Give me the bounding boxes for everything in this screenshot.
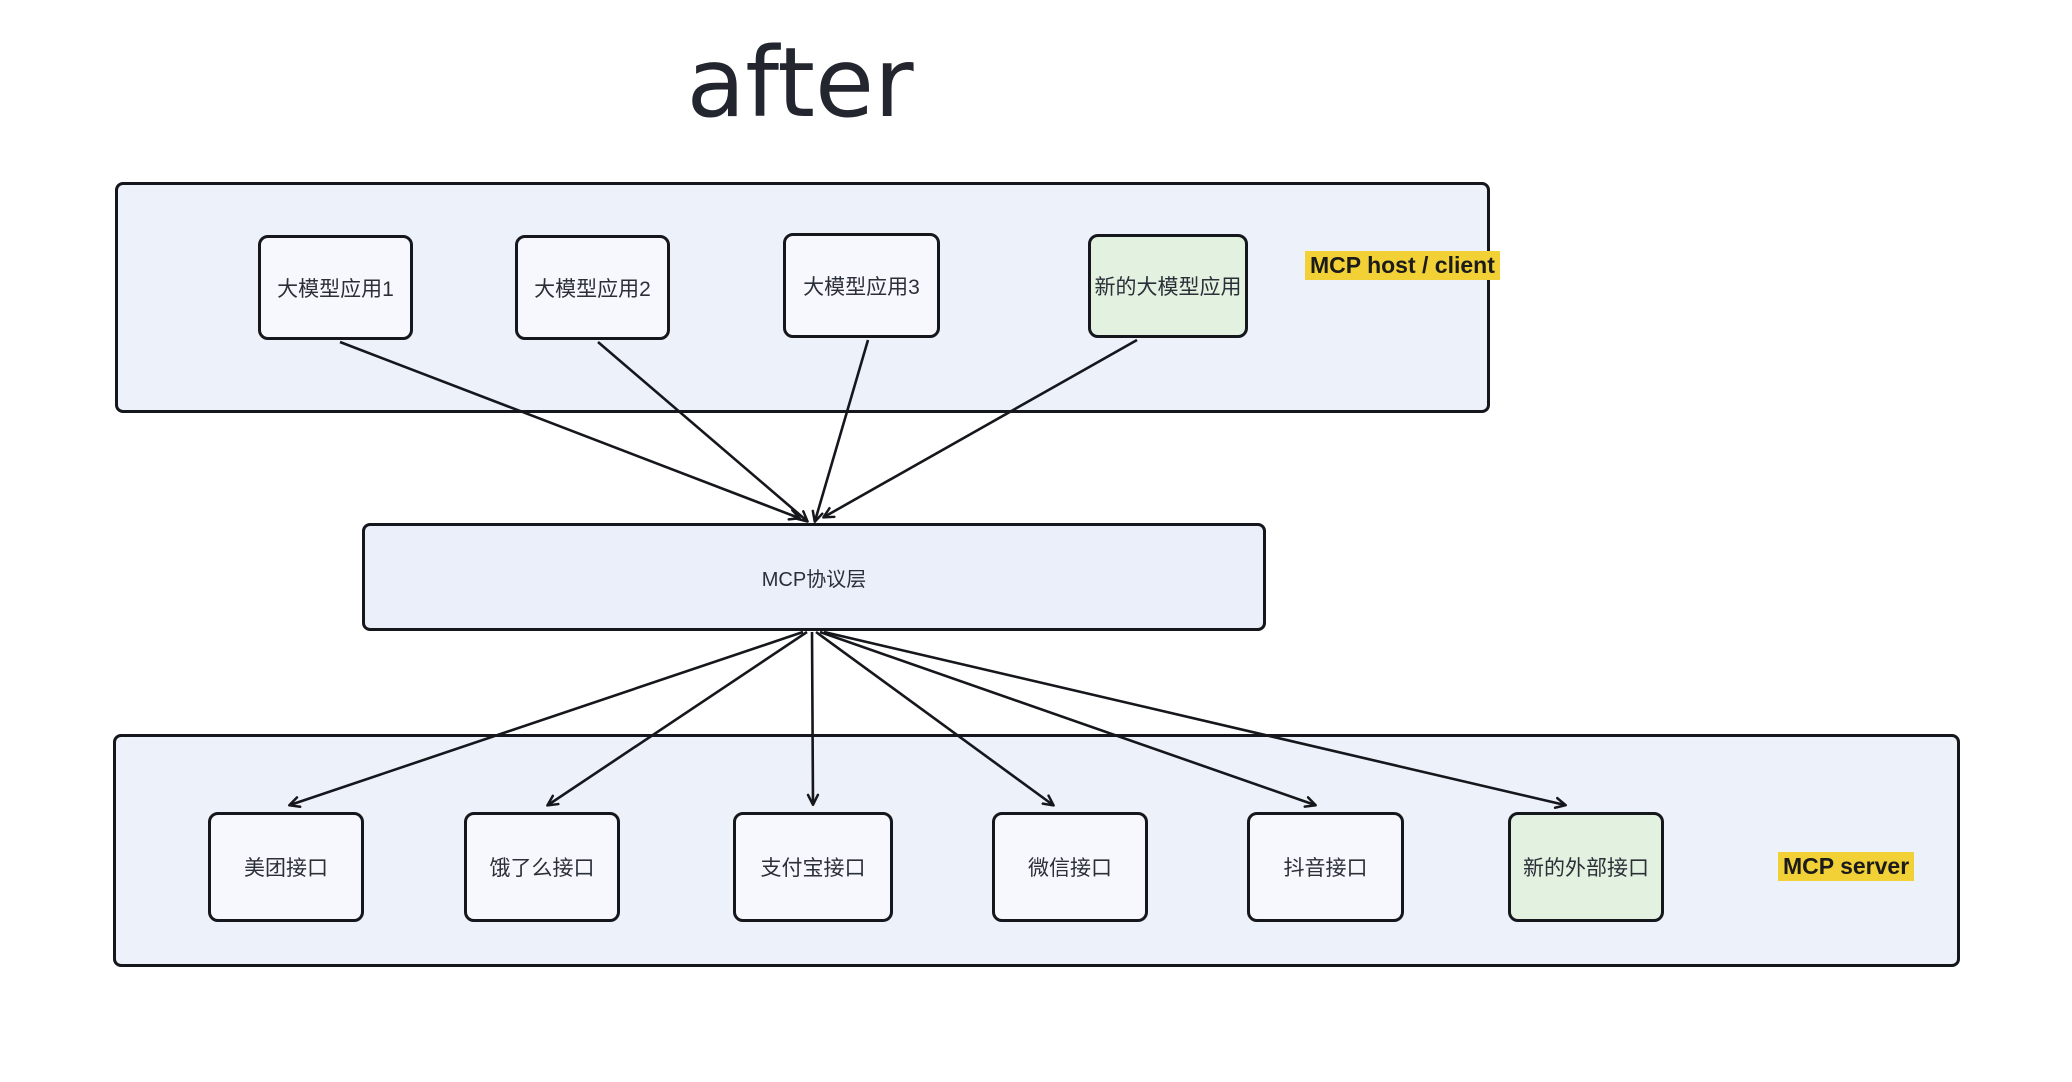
node-llm-app-2[interactable]: 大模型应用2 xyxy=(515,235,670,340)
node-new-llm-app[interactable]: 新的大模型应用 xyxy=(1088,234,1248,338)
node-label: 新的外部接口 xyxy=(1523,857,1649,880)
node-eleme-api[interactable]: 饿了么接口 xyxy=(464,812,620,922)
node-mcp-protocol-layer[interactable]: MCP协议层 xyxy=(362,523,1266,631)
node-label: MCP协议层 xyxy=(761,568,867,591)
node-llm-app-1[interactable]: 大模型应用1 xyxy=(258,235,413,340)
node-label: 大模型应用2 xyxy=(534,277,651,301)
node-wechat-api[interactable]: 微信接口 xyxy=(992,812,1148,922)
page-title: after xyxy=(686,27,914,139)
node-douyin-api[interactable]: 抖音接口 xyxy=(1247,812,1404,922)
node-label: 微信接口 xyxy=(1028,857,1112,880)
node-label: 新的大模型应用 xyxy=(1094,276,1242,299)
node-label: 支付宝接口 xyxy=(760,857,866,880)
node-new-external-api[interactable]: 新的外部接口 xyxy=(1508,812,1664,922)
node-label: 饿了么接口 xyxy=(489,857,595,880)
node-label: 抖音接口 xyxy=(1283,857,1368,880)
host-client-label: MCP host / client xyxy=(1305,251,1500,281)
node-alipay-api[interactable]: 支付宝接口 xyxy=(733,812,893,922)
node-meituan-api[interactable]: 美团接口 xyxy=(208,812,364,922)
node-label: 美团接口 xyxy=(244,857,328,880)
node-label: 大模型应用1 xyxy=(277,277,394,301)
node-label: 大模型应用3 xyxy=(803,275,920,299)
server-label: MCP server xyxy=(1778,852,1915,882)
node-llm-app-3[interactable]: 大模型应用3 xyxy=(783,233,940,338)
